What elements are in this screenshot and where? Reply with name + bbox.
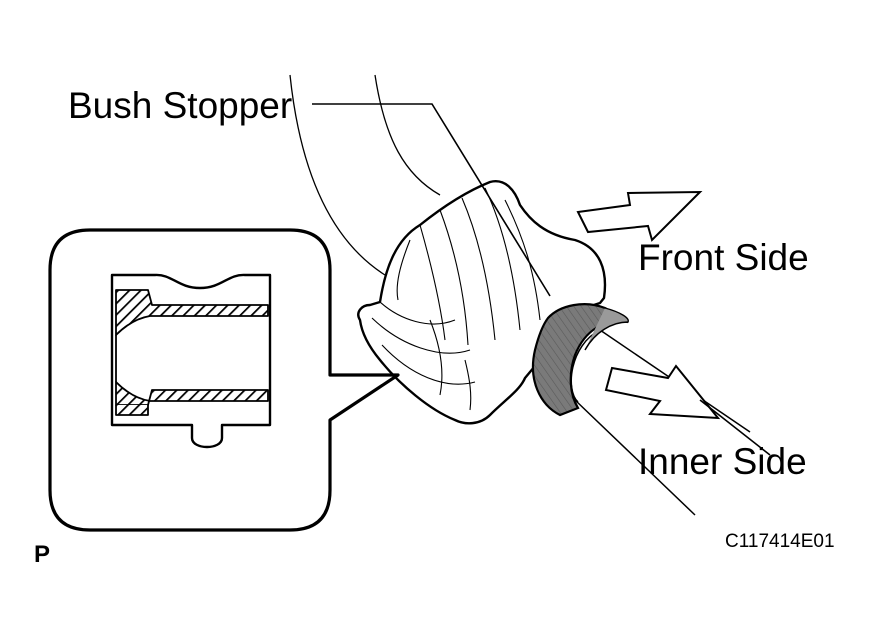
figure-code-label: C117414E01 <box>725 531 835 552</box>
front-side-label: Front Side <box>638 237 809 278</box>
inner-side-arrow <box>604 364 721 420</box>
front-side-arrow <box>576 190 703 242</box>
corner-mark-label: P <box>34 541 50 568</box>
inner-side-label: Inner Side <box>638 441 807 482</box>
bush-stopper-label: Bush Stopper <box>68 85 292 126</box>
leader-lines <box>312 103 771 456</box>
bushing-bracket <box>357 180 607 425</box>
stabilizer-bar-outline <box>289 74 441 276</box>
bushing-cross-section <box>110 273 272 449</box>
shaft <box>570 329 751 520</box>
bracket-contour-lines <box>371 187 541 411</box>
bush-stopper-ring <box>531 303 629 417</box>
